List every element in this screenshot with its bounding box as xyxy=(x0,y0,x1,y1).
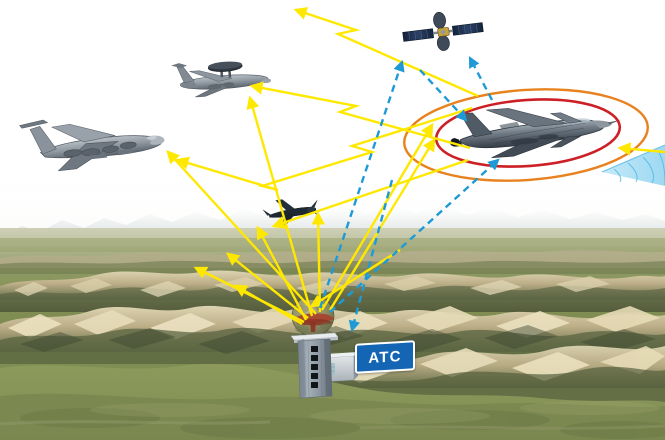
tower-windows xyxy=(311,346,318,388)
atc-sign: ATC xyxy=(355,340,415,374)
radar-dome-icon xyxy=(291,295,335,337)
tower-shaft xyxy=(297,338,333,399)
atc-sign-label: ATC xyxy=(368,347,402,367)
